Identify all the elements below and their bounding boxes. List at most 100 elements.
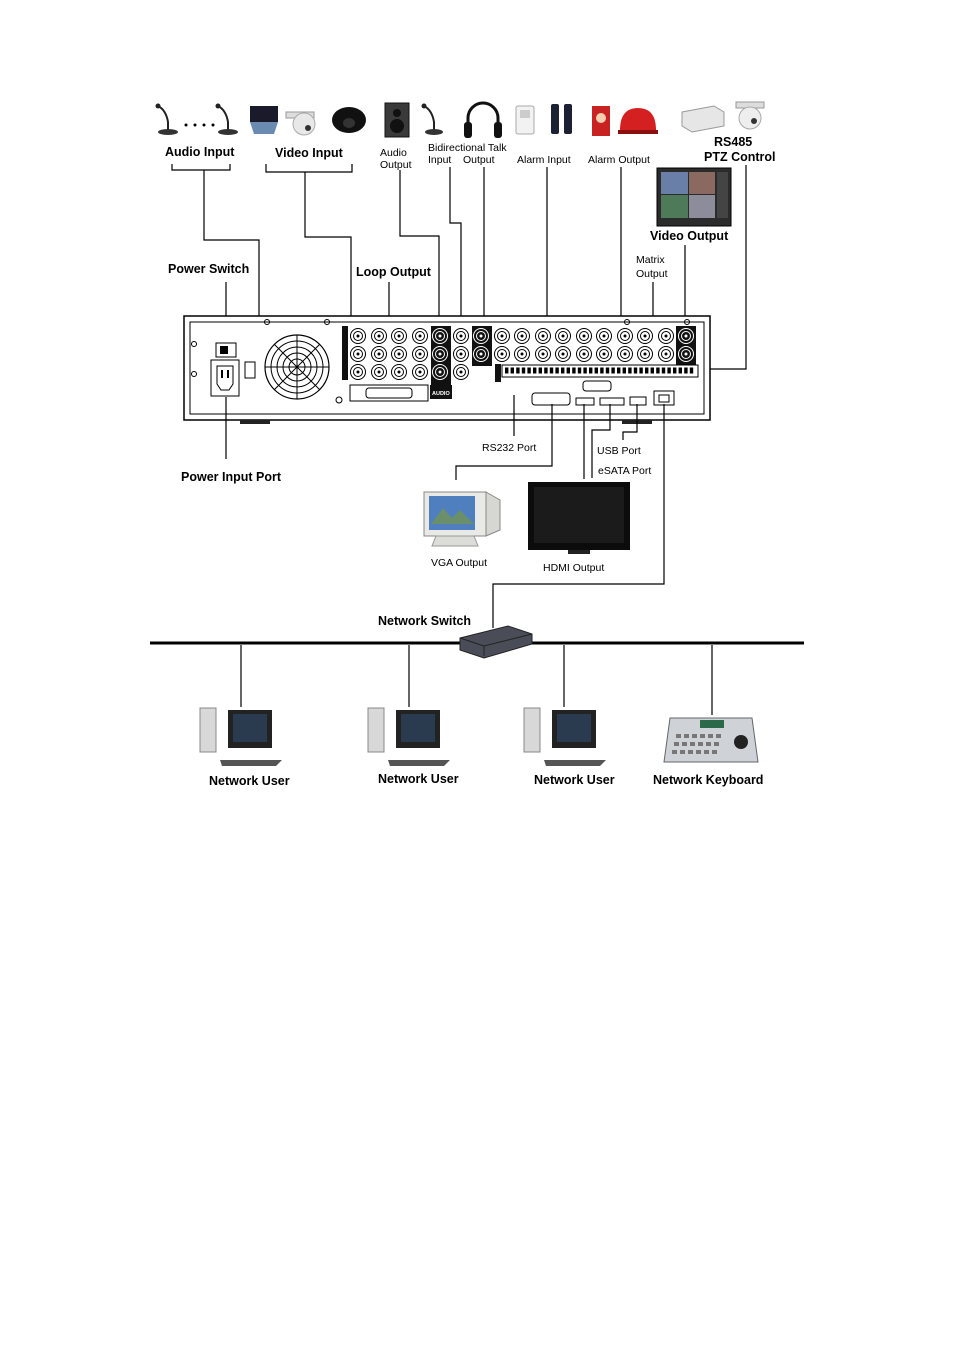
dome-camera-icon	[250, 106, 278, 134]
workstation-icon	[523, 707, 606, 766]
terminal-screw	[678, 367, 682, 374]
workstation-icon	[199, 707, 282, 766]
bnc-connector[interactable]	[432, 346, 448, 362]
terminal-screw	[645, 367, 649, 374]
bnc-connector[interactable]	[576, 346, 592, 362]
ptz-camera-icon	[735, 101, 765, 130]
terminal-screw	[572, 367, 576, 374]
bnc-connector[interactable]	[678, 328, 694, 344]
alarm-input-label: Alarm Input	[517, 154, 571, 166]
microphone-icon	[155, 103, 178, 135]
bnc-connector[interactable]	[391, 364, 407, 380]
ptz-keyboard-icon	[663, 717, 759, 763]
microphone-icon	[421, 103, 443, 135]
terminal-screw	[639, 367, 643, 374]
alarm-output-label: Alarm Output	[588, 154, 650, 166]
bnc-connector[interactable]	[596, 346, 612, 362]
bnc-connector[interactable]	[453, 328, 469, 344]
crt-monitor-icon	[423, 491, 501, 547]
audio-output-label-line1: Audio	[380, 147, 407, 159]
terminal-screw	[555, 367, 559, 374]
network-user-label: Network User	[209, 774, 290, 788]
rs485-label: RS485	[714, 135, 752, 149]
alarm-terminal-block[interactable]	[501, 364, 699, 378]
bnc-connector[interactable]	[371, 346, 387, 362]
terminal-screw	[538, 367, 542, 374]
network-port[interactable]	[653, 390, 675, 406]
terminal-screw	[600, 367, 604, 374]
bnc-connector[interactable]	[412, 328, 428, 344]
bnc-connector[interactable]	[535, 346, 551, 362]
bnc-connector[interactable]	[412, 346, 428, 362]
bnc-connector[interactable]	[453, 346, 469, 362]
network-keyboard-label: Network Keyboard	[653, 773, 763, 787]
bnc-connector[interactable]	[514, 346, 530, 362]
bnc-connector[interactable]	[432, 364, 448, 380]
usb-port[interactable]	[629, 396, 647, 406]
bnc-connector[interactable]	[473, 346, 489, 362]
bnc-connector[interactable]	[371, 328, 387, 344]
esata-port[interactable]	[599, 397, 625, 406]
bnc-connector[interactable]	[473, 328, 489, 344]
power-switch[interactable]	[215, 342, 237, 358]
microphone-icon	[215, 103, 238, 135]
bnc-connector[interactable]	[412, 364, 428, 380]
power-input-socket[interactable]	[210, 359, 240, 397]
rs232-db9[interactable]	[582, 380, 612, 392]
bnc-connector[interactable]	[617, 346, 633, 362]
bnc-connector[interactable]	[391, 328, 407, 344]
hdmi-port[interactable]	[575, 397, 595, 406]
terminal-screw	[656, 367, 660, 374]
bnc-connector[interactable]	[350, 364, 366, 380]
bnc-connector[interactable]	[350, 346, 366, 362]
terminal-screw	[533, 367, 537, 374]
terminal-screw	[589, 367, 593, 374]
bnc-connector[interactable]	[432, 328, 448, 344]
bnc-connector[interactable]	[494, 328, 510, 344]
dome-camera-icon	[332, 107, 366, 133]
talk-input-label: Input	[428, 154, 451, 166]
bnc-connector[interactable]	[637, 346, 653, 362]
terminal-screw	[633, 367, 638, 374]
video-output-label: Video Output	[650, 229, 729, 243]
bnc-connector[interactable]	[658, 346, 674, 362]
bnc-connector[interactable]	[494, 346, 510, 362]
bnc-connector[interactable]	[514, 328, 530, 344]
audio-db-connector[interactable]: AUDIO	[349, 384, 452, 402]
terminal-screw	[622, 367, 626, 374]
terminal-screw	[605, 367, 610, 374]
warning-light-icon	[618, 108, 658, 134]
bnc-connector[interactable]	[453, 364, 469, 380]
ground-screw	[335, 396, 343, 404]
audio-tag: AUDIO	[432, 391, 450, 397]
terminal-screw	[594, 367, 598, 374]
ptz-control-label: PTZ Control	[704, 150, 776, 164]
video-input-label: Video Input	[275, 146, 344, 160]
bnc-connector[interactable]	[637, 328, 653, 344]
pir-sensor-icon	[515, 105, 535, 135]
bnc-connector[interactable]	[576, 328, 592, 344]
audio-input-label: Audio Input	[165, 145, 235, 159]
terminal-screw	[516, 367, 520, 374]
bnc-connector[interactable]	[391, 346, 407, 362]
bnc-connector[interactable]	[371, 364, 387, 380]
bnc-connector[interactable]	[617, 328, 633, 344]
terminal-screw	[661, 367, 666, 374]
terminal-screw	[673, 367, 677, 374]
terminal-screw	[583, 367, 587, 374]
bnc-connector[interactable]	[596, 328, 612, 344]
bnc-connector[interactable]	[658, 328, 674, 344]
bnc-connector[interactable]	[555, 328, 571, 344]
matrix-output-label-line1: Matrix	[636, 254, 665, 266]
bnc-connector[interactable]	[555, 346, 571, 362]
bnc-connector[interactable]	[350, 328, 366, 344]
bnc-connector[interactable]	[535, 328, 551, 344]
terminal-screw	[549, 367, 554, 374]
terminal-screw	[510, 367, 514, 374]
dots-icon	[184, 123, 215, 127]
bnc-connector[interactable]	[678, 346, 694, 362]
monitor-icon	[656, 167, 732, 227]
tv-icon	[528, 482, 630, 554]
rs232-port[interactable]	[531, 392, 571, 406]
